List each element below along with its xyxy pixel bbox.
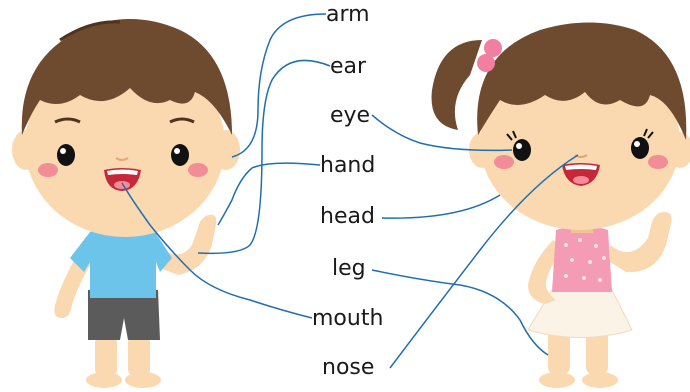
boy-eye-left bbox=[57, 144, 75, 166]
boy-figure bbox=[12, 19, 240, 388]
connector-arm-boy bbox=[232, 14, 326, 157]
boy-shirt bbox=[70, 227, 172, 298]
girl-ponytail bbox=[432, 40, 482, 130]
girl-figure bbox=[432, 23, 690, 389]
label-mouth: mouth bbox=[312, 308, 383, 330]
label-leg: leg bbox=[332, 258, 366, 280]
girl-eye-left bbox=[513, 139, 531, 161]
connector-head-girl bbox=[382, 195, 500, 218]
label-eye: eye bbox=[330, 105, 370, 127]
connector-leg-girl bbox=[372, 270, 548, 355]
label-nose: nose bbox=[322, 357, 374, 379]
label-head: head bbox=[320, 206, 375, 228]
girl-eye-right bbox=[631, 137, 649, 159]
label-arm: arm bbox=[326, 4, 370, 26]
boy-legs bbox=[86, 335, 161, 388]
connector-hand-boy bbox=[218, 163, 320, 225]
boy-eye-right bbox=[171, 144, 189, 166]
label-ear: ear bbox=[330, 56, 366, 78]
label-hand: hand bbox=[320, 155, 375, 177]
